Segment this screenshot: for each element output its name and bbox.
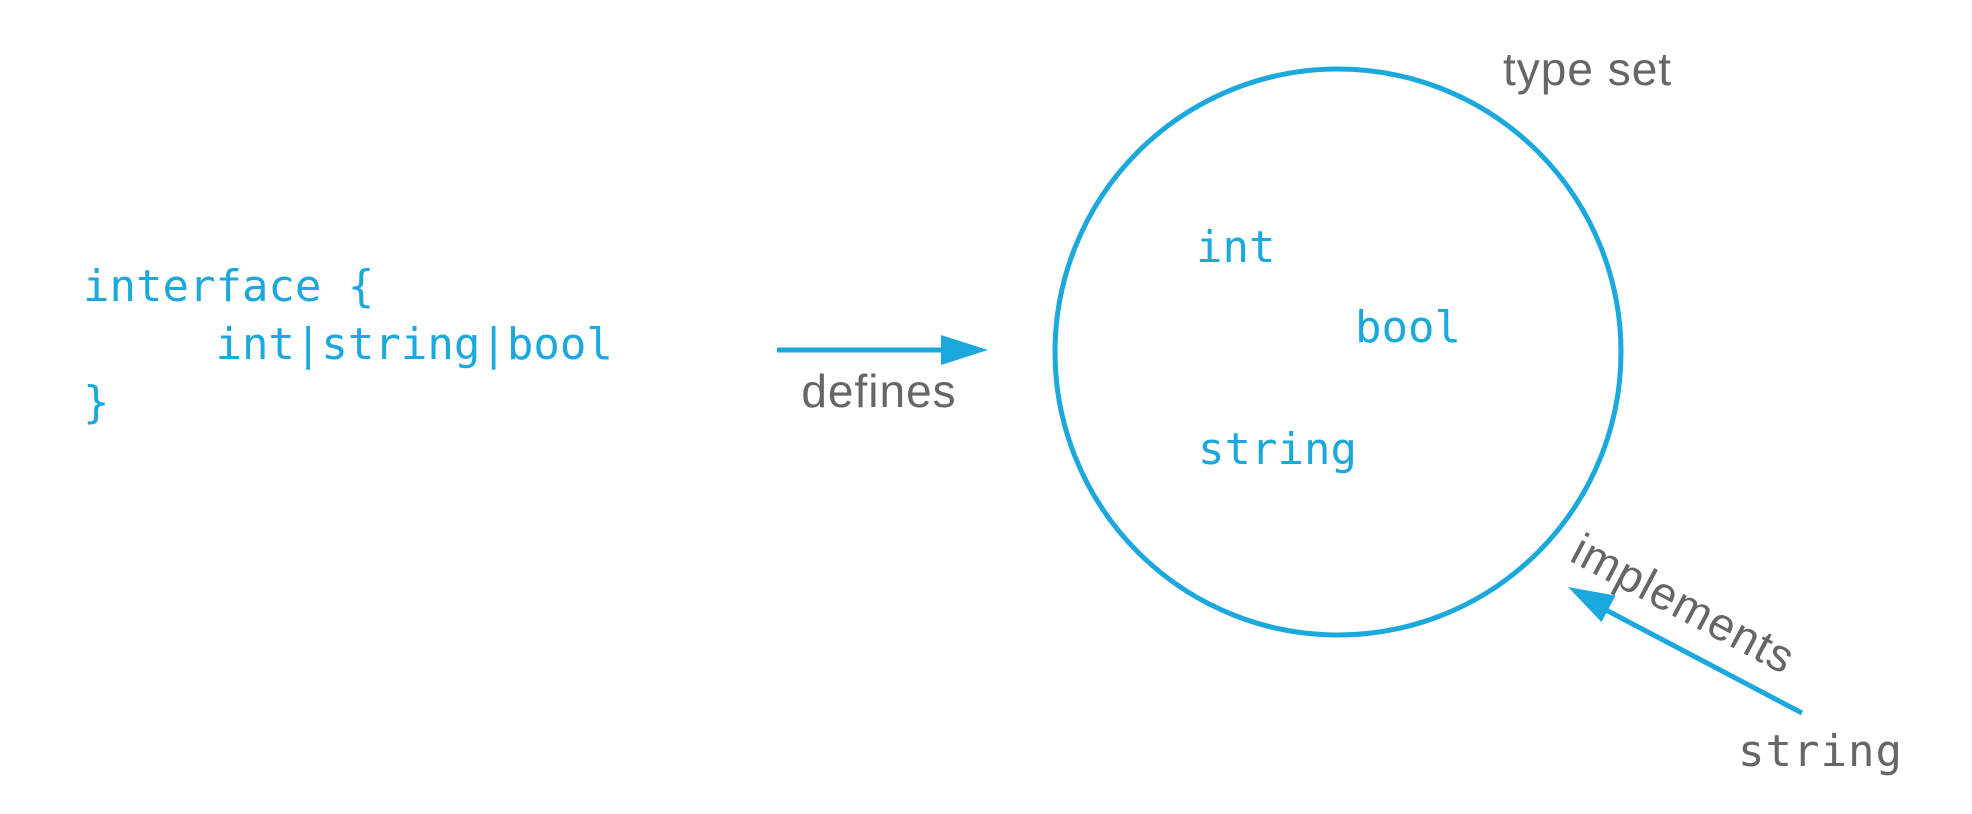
type-set-circle	[1052, 66, 1624, 638]
implementer-type-label: string	[1738, 726, 1903, 777]
type-set-member-bool: bool	[1355, 302, 1461, 353]
implements-arrow-line	[1604, 607, 1804, 716]
type-set-title: type set	[1503, 43, 1673, 95]
code-line-interface-open: interface {	[83, 261, 375, 312]
implements-arrowhead-icon	[1568, 587, 1616, 622]
defines-arrowhead-icon	[941, 335, 988, 365]
defines-arrow-label: defines	[801, 365, 957, 417]
type-set-member-string: string	[1198, 424, 1357, 475]
code-line-type-union: int|string|bool	[83, 319, 613, 370]
code-line-interface-close: }	[83, 377, 110, 428]
type-set-member-int: int	[1196, 222, 1276, 273]
interface-code-block: interface { int|string|bool }	[83, 258, 613, 432]
